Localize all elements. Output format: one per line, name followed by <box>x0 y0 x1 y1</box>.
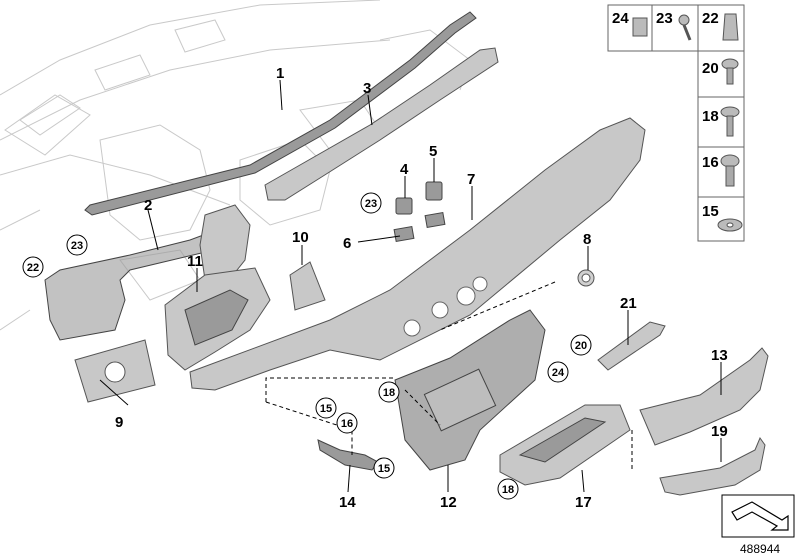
part-1-seal-strip <box>84 11 477 216</box>
circle-label-18-b: 18 <box>497 478 519 500</box>
screw-23-icon <box>678 14 692 41</box>
part-13-trim <box>639 347 769 446</box>
label-part-6: 6 <box>343 235 351 252</box>
label-part-5: 5 <box>429 143 437 160</box>
table-label-24: 24 <box>612 10 629 27</box>
part-6-strip-2 <box>424 211 446 229</box>
label-part-12: 12 <box>440 494 457 511</box>
part-2-bracket <box>44 224 241 341</box>
svg-text:23: 23 <box>365 198 377 210</box>
clip-24-icon <box>632 17 648 37</box>
svg-text:16: 16 <box>341 418 353 430</box>
svg-text:18: 18 <box>502 484 514 496</box>
label-part-3: 3 <box>363 80 371 97</box>
screw-18-icon <box>720 106 740 137</box>
part-6-strip <box>393 225 415 243</box>
circle-label-15-b: 15 <box>373 457 395 479</box>
circle-label-18-a: 18 <box>378 381 400 403</box>
label-part-17: 17 <box>575 494 592 511</box>
leader-lines <box>99 79 722 493</box>
part-3-trim-panel <box>264 47 499 201</box>
direction-arrow-box <box>721 494 795 538</box>
label-part-9: 9 <box>115 414 123 431</box>
svg-text:20: 20 <box>575 340 587 352</box>
label-part-19: 19 <box>711 423 728 440</box>
label-part-1: 1 <box>276 65 284 82</box>
label-part-7: 7 <box>467 171 475 188</box>
label-part-8: 8 <box>583 231 591 248</box>
fasteners-table: 24 23 22 20 18 16 15 <box>607 4 745 242</box>
svg-text:15: 15 <box>378 463 390 475</box>
circle-label-22: 22 <box>22 256 44 278</box>
part-4-clip <box>395 197 413 215</box>
label-part-4: 4 <box>400 161 409 178</box>
label-part-21: 21 <box>620 295 637 312</box>
circle-label-23-a: 23 <box>66 234 88 256</box>
svg-text:24: 24 <box>552 367 565 379</box>
label-part-11: 11 <box>187 253 203 270</box>
bolt-16-icon <box>720 154 740 187</box>
table-label-15: 15 <box>702 203 719 220</box>
label-part-14: 14 <box>339 494 356 511</box>
table-label-23: 23 <box>656 10 673 27</box>
table-label-22: 22 <box>702 10 719 27</box>
label-part-13: 13 <box>711 347 728 364</box>
table-label-18: 18 <box>702 108 719 125</box>
svg-text:18: 18 <box>383 387 395 399</box>
part-5-clip <box>425 181 443 201</box>
svg-text:22: 22 <box>27 262 39 274</box>
part-14-connector <box>317 439 379 471</box>
circle-label-15-a: 15 <box>315 397 337 419</box>
direction-arrow-icon <box>731 501 789 531</box>
circled-labels: 23 22 23 18 15 16 15 18 20 24 <box>22 192 592 500</box>
reference-number: 488944 <box>740 542 780 556</box>
label-part-2: 2 <box>144 197 152 214</box>
svg-text:23: 23 <box>71 240 83 252</box>
part-21-strip <box>597 321 666 371</box>
washer-15-icon <box>717 218 743 232</box>
circle-label-24: 24 <box>547 361 569 383</box>
screw-20-icon <box>721 58 739 85</box>
part-labels: 1 2 3 4 5 6 7 8 9 10 11 12 13 14 17 19 2… <box>115 65 728 511</box>
part-19-trim <box>659 436 766 496</box>
table-label-16: 16 <box>702 154 719 171</box>
circle-label-23-b: 23 <box>360 192 382 214</box>
circle-label-16: 16 <box>336 412 358 434</box>
clip-22-icon <box>722 13 739 41</box>
label-part-10: 10 <box>292 229 309 246</box>
dashed-callouts <box>265 281 633 470</box>
svg-text:15: 15 <box>320 403 332 415</box>
part-7-trim <box>189 117 646 391</box>
table-label-20: 20 <box>702 60 719 77</box>
part-10-cover <box>289 261 326 311</box>
circle-label-20: 20 <box>570 334 592 356</box>
